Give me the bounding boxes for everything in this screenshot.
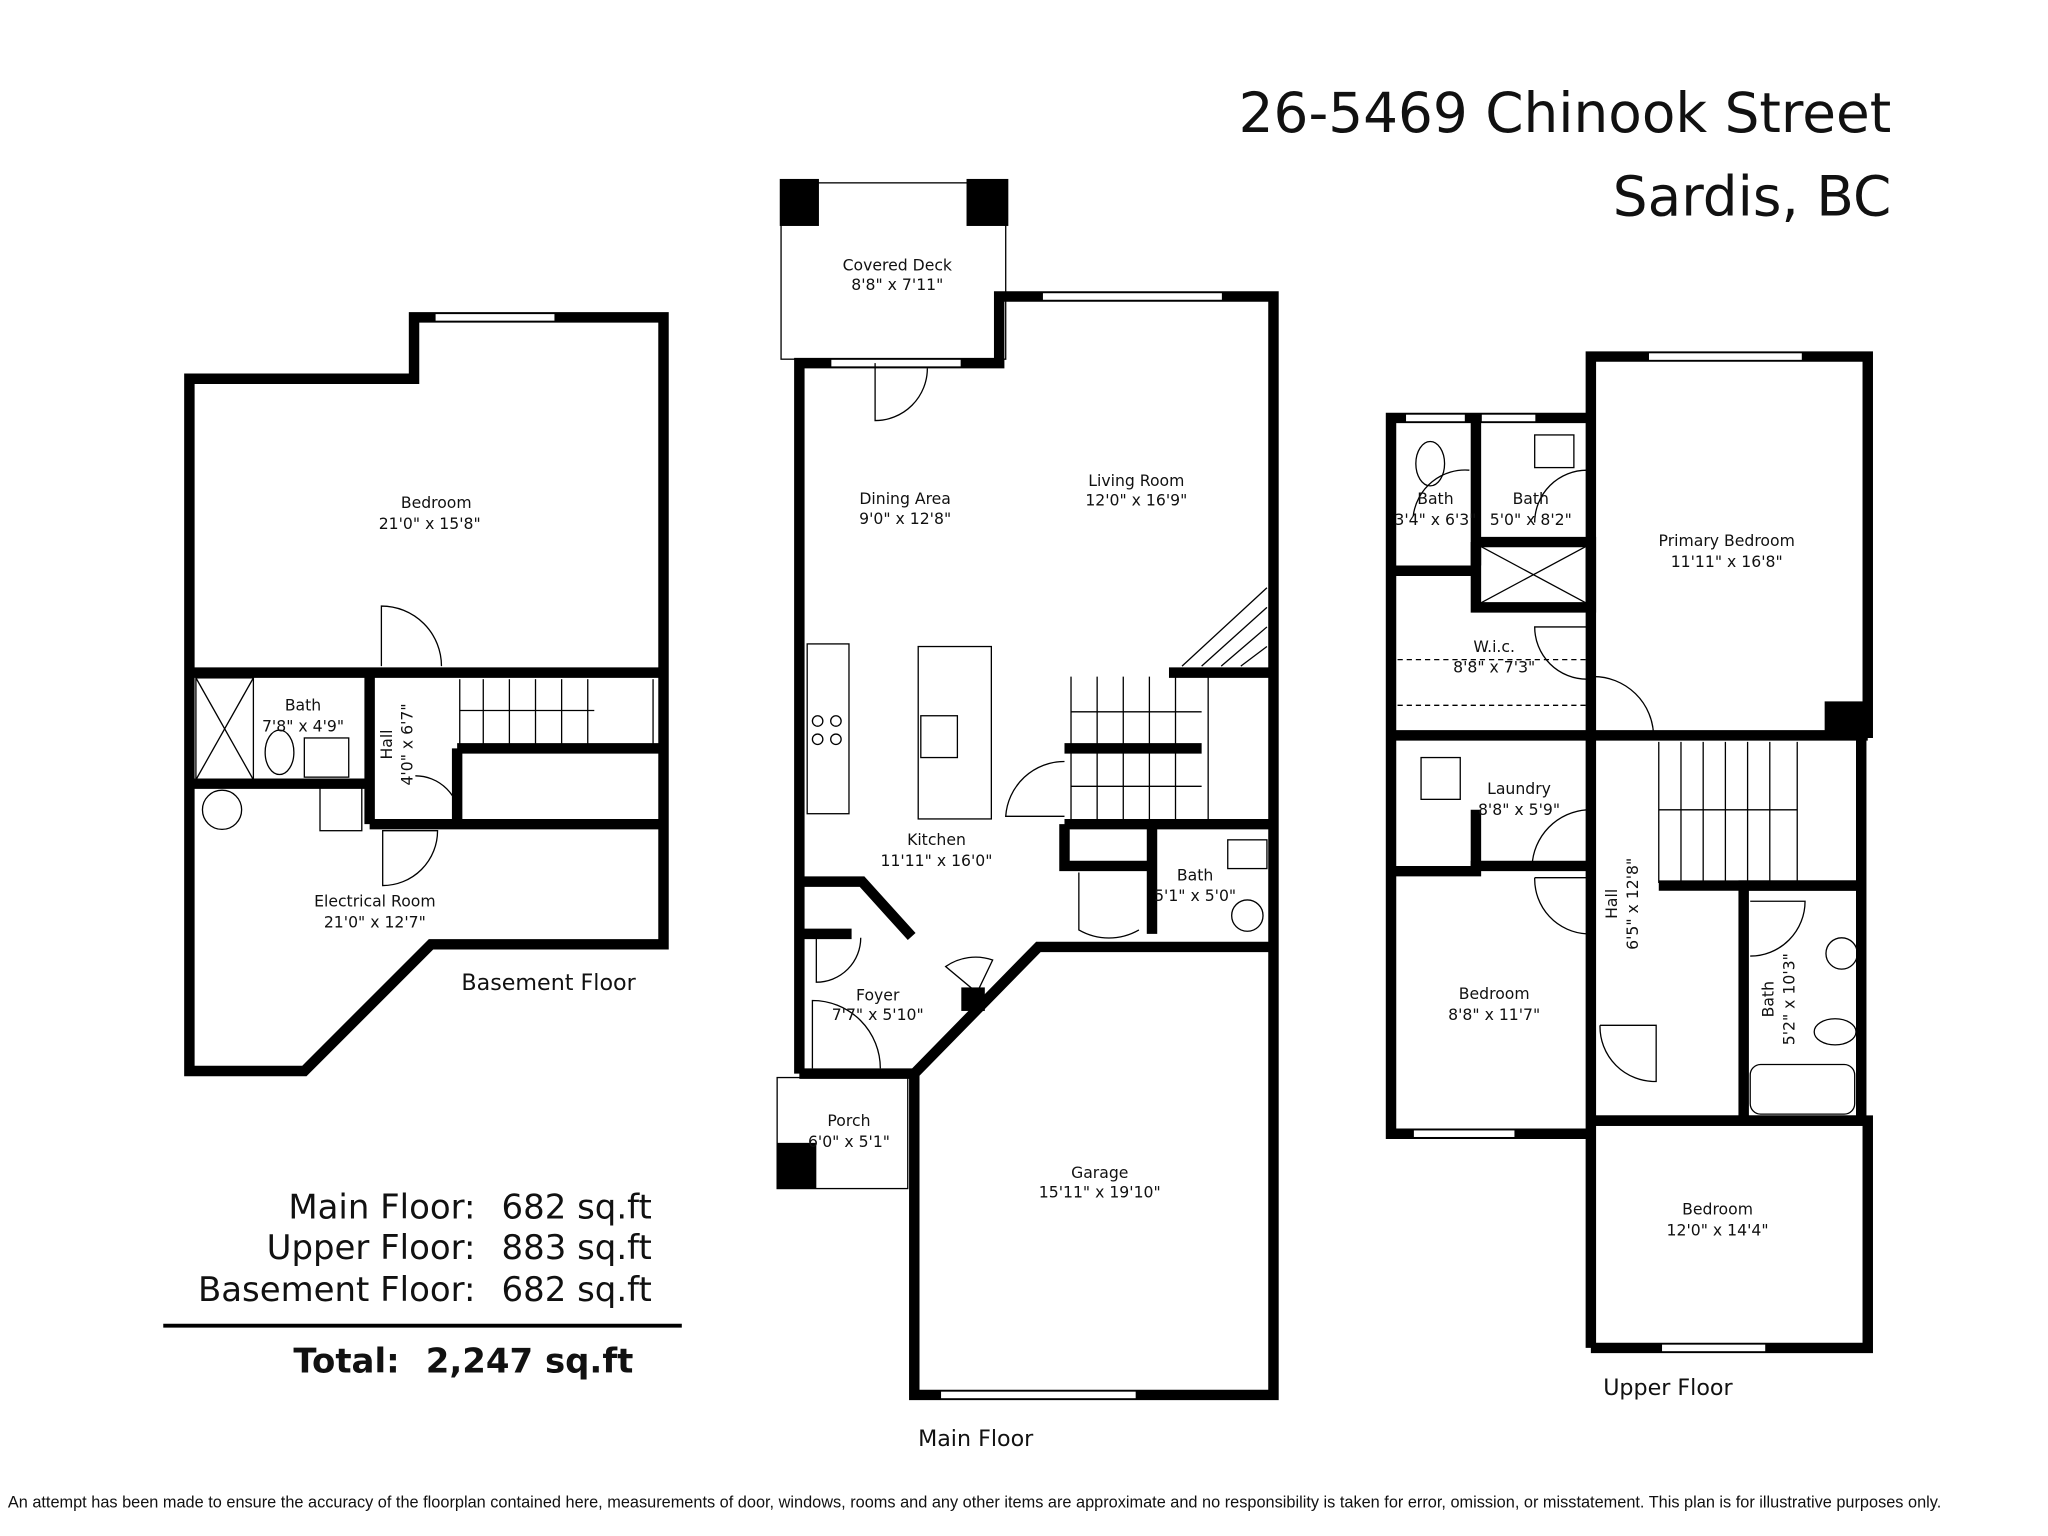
basement-floor-plan: Bedroom 21'0" x 15'8" Bath 7'8" x 4'9" H… bbox=[184, 312, 669, 1077]
upper-bath1-name: Bath bbox=[1417, 489, 1453, 508]
basement-bath-name: Bath bbox=[285, 696, 321, 715]
area-summary: Main Floor: 682 sq.ft Upper Floor: 883 s… bbox=[163, 1188, 682, 1382]
garage-name: Garage bbox=[1071, 1163, 1128, 1182]
upper-bath2-name: Bath bbox=[1513, 489, 1549, 508]
area-value-upper: 883 sq.ft bbox=[502, 1228, 652, 1268]
upper-floor-plan: Bath 3'4" x 6'3" Bath 5'0" x 8'2" Primar… bbox=[1385, 351, 1873, 1401]
main-bath-size: 5'1" x 5'0" bbox=[1154, 886, 1236, 905]
area-label-main: Main Floor: bbox=[288, 1188, 475, 1228]
disclaimer: An attempt has been made to ensure the a… bbox=[8, 1493, 1941, 1511]
covered-deck-name: Covered Deck bbox=[843, 255, 953, 274]
upper-bedroom-right-name: Bedroom bbox=[1682, 1200, 1753, 1219]
porch-size: 6'0" x 5'1" bbox=[808, 1132, 890, 1151]
covered-deck-size: 8'8" x 7'11" bbox=[851, 275, 943, 294]
basement-bedroom-size: 21'0" x 15'8" bbox=[379, 514, 481, 533]
living-room-size: 12'0" x 16'9" bbox=[1085, 490, 1187, 509]
area-label-basement: Basement Floor: bbox=[198, 1270, 475, 1310]
kitchen-name: Kitchen bbox=[907, 830, 966, 849]
upper-bath2-size: 5'0" x 8'2" bbox=[1490, 510, 1572, 529]
address-line-2: Sardis, BC bbox=[1613, 165, 1891, 229]
dining-area-name: Dining Area bbox=[859, 489, 951, 508]
laundry-name: Laundry bbox=[1487, 779, 1551, 798]
primary-bedroom-name: Primary Bedroom bbox=[1659, 531, 1795, 550]
kitchen-size: 11'11" x 16'0" bbox=[881, 851, 993, 870]
basement-bedroom-name: Bedroom bbox=[401, 493, 472, 512]
basement-floor-label: Basement Floor bbox=[461, 970, 636, 996]
total-label: Total: bbox=[293, 1342, 399, 1382]
total-value: 2,247 sq.ft bbox=[426, 1342, 634, 1382]
main-floor-label: Main Floor bbox=[918, 1426, 1034, 1452]
wic-size: 8'8" x 7'3" bbox=[1453, 658, 1535, 677]
wic-name: W.i.c. bbox=[1473, 637, 1515, 656]
main-bath-name: Bath bbox=[1177, 865, 1213, 884]
upper-hall-name: Hall bbox=[1602, 889, 1621, 919]
foyer-name: Foyer bbox=[856, 985, 900, 1004]
address-line-1: 26-5469 Chinook Street bbox=[1239, 81, 1892, 145]
garage-size: 15'11" x 19'10" bbox=[1039, 1183, 1161, 1202]
laundry-size: 8'8" x 5'9" bbox=[1478, 800, 1560, 819]
area-value-basement: 682 sq.ft bbox=[502, 1270, 652, 1310]
upper-bedroom-left-size: 8'8" x 11'7" bbox=[1448, 1005, 1540, 1024]
basement-bath-size: 7'8" x 4'9" bbox=[262, 716, 344, 735]
basement-hall-size: 4'0" x 6'7" bbox=[398, 703, 417, 785]
main-floor-plan: Covered Deck 8'8" x 7'11" Dining Area 9'… bbox=[776, 178, 1279, 1452]
electrical-room-size: 21'0" x 12'7" bbox=[324, 912, 426, 931]
area-label-upper: Upper Floor: bbox=[267, 1228, 476, 1268]
foyer-size: 7'7" x 5'10" bbox=[832, 1005, 924, 1024]
upper-bath3-name: Bath bbox=[1759, 981, 1778, 1017]
upper-bedroom-right-size: 12'0" x 14'4" bbox=[1667, 1221, 1769, 1240]
upper-floor-label: Upper Floor bbox=[1603, 1375, 1733, 1401]
upper-hall-size: 6'5" x 12'8" bbox=[1623, 858, 1642, 950]
upper-bath1-size: 3'4" x 6'3" bbox=[1394, 510, 1476, 529]
area-value-main: 682 sq.ft bbox=[502, 1188, 652, 1228]
living-room-name: Living Room bbox=[1088, 471, 1184, 490]
upper-bath3-size: 5'2" x 10'3" bbox=[1780, 953, 1799, 1045]
primary-bedroom-size: 11'11" x 16'8" bbox=[1671, 552, 1783, 571]
upper-bedroom-left-name: Bedroom bbox=[1459, 984, 1530, 1003]
electrical-room-name: Electrical Room bbox=[314, 891, 436, 910]
porch-name: Porch bbox=[827, 1111, 870, 1130]
basement-hall-name: Hall bbox=[377, 729, 396, 759]
dining-area-size: 9'0" x 12'8" bbox=[859, 509, 951, 528]
